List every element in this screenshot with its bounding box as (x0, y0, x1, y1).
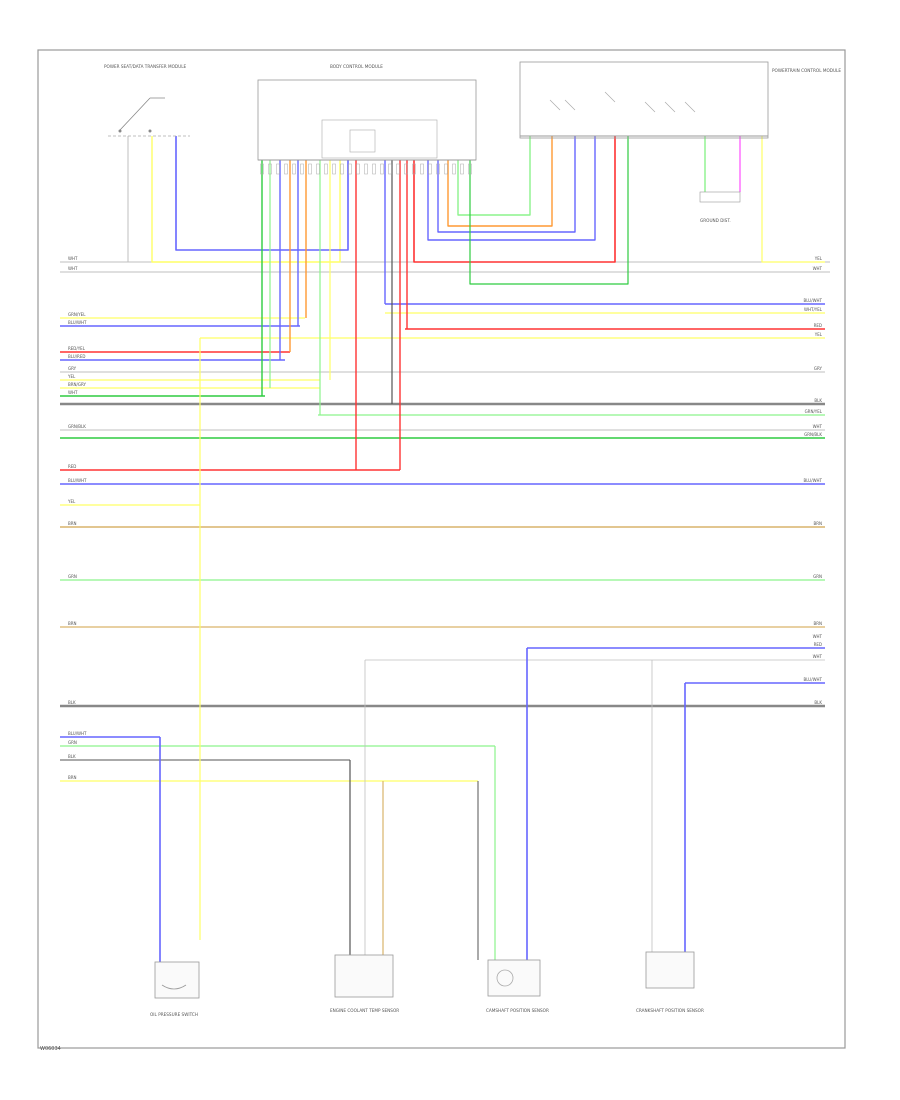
left-wire-label-7: GRY (68, 366, 77, 371)
right-wire-label-9: GRN/YEL (805, 409, 823, 414)
right-wire-label-14: GRN (813, 574, 822, 579)
wire-labels-layer: WHT WHT GRN/YEL BLU/WHT RED/YEL BLU/RED GRY YEL… (67, 256, 823, 780)
right-wire-label-8: BLK (814, 398, 822, 403)
right-wire-label-3: BLU/WHT (804, 298, 823, 303)
bcm-wire-red-4 (413, 136, 616, 263)
left-wire-label-4: BLU/WHT (68, 320, 87, 325)
left-wire-label-11: GRN/BLK (68, 424, 86, 429)
left-wire-label-20: GRN (68, 740, 77, 745)
bcm-connector-pin (420, 163, 424, 175)
bcm-connector-pin (388, 163, 392, 175)
bcm-connector-pin (468, 163, 472, 175)
body-control-module: BODY CONTROL MODULE (257, 64, 477, 161)
right-wire-label-18: WHT (813, 654, 823, 659)
right-wire-label-19: BLU/WHT (804, 677, 823, 682)
oil-pressure-switch-label: OIL PRESSURE SWITCH (150, 1012, 198, 1017)
bcm-connector-pin (460, 163, 464, 175)
bcm-wire-green-2 (469, 136, 629, 285)
right-wire-label-20: BLK (814, 700, 822, 705)
bcm-connector-pin (300, 163, 304, 175)
left-wire-label-13: BLU/WHT (68, 478, 87, 483)
power-seat-module: POWER SEAT/DATA TRANSFER MODULE (104, 64, 190, 137)
footer-code: W06034 (40, 1046, 61, 1052)
left-wire-label-3: GRN/YEL (68, 312, 86, 317)
bcm-connector-pin (396, 163, 400, 175)
right-wire-label-5: RED (814, 323, 822, 328)
pcm-wire-yellow (761, 136, 825, 263)
components-layer: POWER SEAT/DATA TRANSFER MODULE BODY CON… (104, 61, 841, 1017)
engine-coolant-temp-sensor-label: ENGINE COOLANT TEMP SENSOR (330, 1008, 399, 1013)
ground-distribution: GROUND DIST. (699, 191, 741, 223)
bcm-connector-pin (276, 163, 280, 175)
bcm-wire-orange-3 (447, 136, 553, 227)
bcm-connector-pin (380, 163, 384, 175)
bcm-connector-pin (404, 163, 408, 175)
bcm-connector-pin (316, 163, 320, 175)
left-wire-label-8: YEL (67, 374, 76, 379)
right-wire-label-15: BRN (813, 621, 822, 626)
right-wire-label-4: WHT/YEL (804, 307, 823, 312)
right-wire-label-6: YEL (814, 332, 823, 337)
bcm-connector-pin (356, 163, 360, 175)
right-wire-label-11: GRN/BLK (804, 432, 822, 437)
bcm-connector-pin (412, 163, 416, 175)
bcm-connector-pin (308, 163, 312, 175)
bcm-connector-pin (260, 163, 264, 175)
bcm-connector-pin (436, 163, 440, 175)
bcm-connector-pin (332, 163, 336, 175)
left-wire-label-21: BLK (68, 754, 76, 759)
left-wire-label-16: GRN (68, 574, 77, 579)
right-wire-label-16: WHT (813, 634, 823, 639)
body-control-module-label: BODY CONTROL MODULE (330, 64, 383, 69)
bcm-wire-blue-5 (437, 136, 576, 233)
right-wire-label-1: YEL (814, 256, 823, 261)
left-wire-label-12: RED (68, 464, 76, 469)
bcm-wire-blue-4 (427, 136, 596, 241)
right-wire-label-12: BLU/WHT (804, 478, 823, 483)
right-wire-label-7: GRY (814, 366, 823, 371)
seat-wire-yellow (151, 136, 341, 263)
left-wire-label-19: BLU/WHT (68, 731, 87, 736)
left-wire-label-17: BRN (68, 621, 77, 626)
right-wire-label-13: BRN (813, 521, 822, 526)
bcm-connector-pin (364, 163, 368, 175)
bcm-connector-pin (348, 163, 352, 175)
bcm-connector-pin (444, 163, 448, 175)
bcm-connector-pin (452, 163, 456, 175)
left-wire-label-10: WHT (68, 390, 78, 395)
bcm-connector-pin (284, 163, 288, 175)
engine-coolant-temp-sensor: ENGINE COOLANT TEMP SENSOR (330, 954, 399, 1013)
bcm-wire-lightgreen-3 (457, 136, 531, 216)
right-wire-label-10: WHT (813, 424, 823, 429)
left-wire-label-22: BRN (68, 775, 77, 780)
left-wire-label-15: BRN (68, 521, 77, 526)
camshaft-position-sensor: CAMSHAFT POSITION SENSOR (486, 959, 549, 1013)
crankshaft-position-sensor: CRANKSHAFT POSITION SENSOR (636, 951, 704, 1013)
bcm-connector-pin (428, 163, 432, 175)
left-wire-label-14: YEL (67, 499, 76, 504)
bcm-connector-pin (268, 163, 272, 175)
powertrain-control-module-label: POWERTRAIN CONTROL MODULE (772, 68, 841, 73)
left-wire-label-6: BLU/RED (68, 354, 85, 359)
right-wire-label-2: WHT (813, 266, 823, 271)
ground-distribution-label: GROUND DIST. (700, 218, 731, 223)
wires-layer (60, 136, 830, 962)
left-wire-label-5: RED/YEL (68, 346, 86, 351)
left-wire-label-18: BLK (68, 700, 76, 705)
powertrain-control-module: POWERTRAIN CONTROL MODULE (519, 61, 841, 139)
bcm-connector-pin (372, 163, 376, 175)
left-wire-label-9: BRN/GRY (68, 382, 86, 387)
camshaft-position-sensor-label: CAMSHAFT POSITION SENSOR (486, 1008, 549, 1013)
power-seat-module-label: POWER SEAT/DATA TRANSFER MODULE (104, 64, 187, 69)
oil-pressure-switch: OIL PRESSURE SWITCH (150, 961, 200, 1017)
right-wire-label-17: RED (814, 642, 822, 647)
bcm-connector-pin (340, 163, 344, 175)
left-wire-label-2: WHT (68, 266, 78, 271)
bcm-connector-pin (324, 163, 328, 175)
bcm-connector-pin (292, 163, 296, 175)
crankshaft-position-sensor-label: CRANKSHAFT POSITION SENSOR (636, 1008, 704, 1013)
diagram-frame (37, 49, 846, 1049)
left-wire-label-1: WHT (68, 256, 78, 261)
